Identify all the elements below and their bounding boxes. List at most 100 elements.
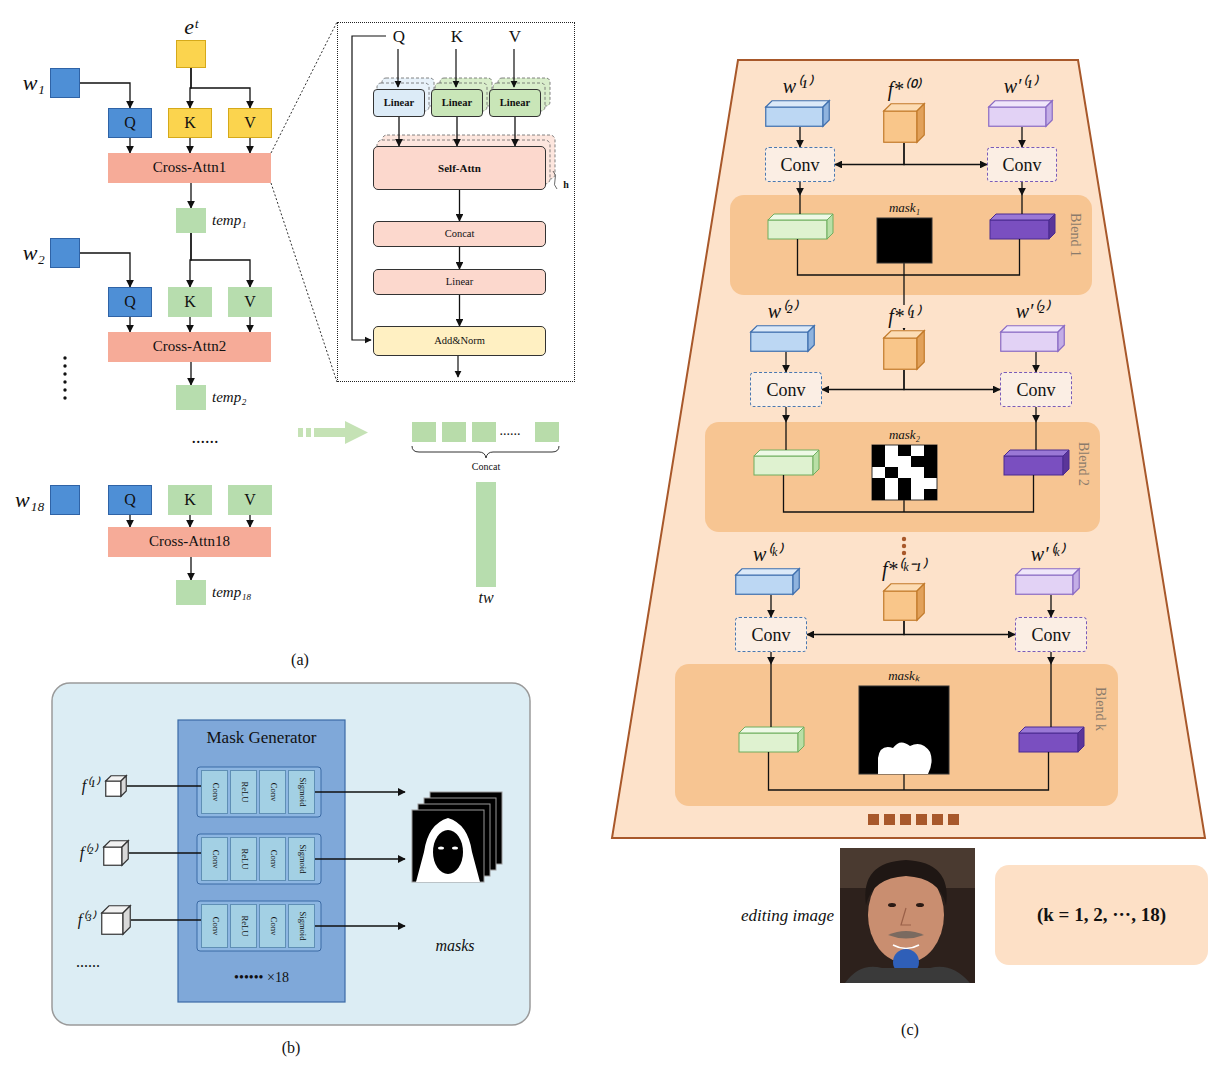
node-text: K	[184, 114, 196, 132]
cube-face	[1016, 575, 1073, 594]
cube-face	[808, 326, 814, 352]
layer-box: Concat	[373, 221, 546, 247]
connector	[456, 117, 457, 146]
layer-cell: Conv	[259, 904, 286, 948]
connector	[249, 515, 250, 527]
layer-cell: Conv	[201, 837, 228, 881]
blend-band	[705, 422, 1100, 532]
connector	[315, 925, 405, 926]
tw-bar: tw	[476, 482, 496, 587]
feature-cube: f*⁽¹⁾	[883, 330, 925, 370]
face-photo	[901, 908, 911, 925]
original-feature-cube	[1019, 727, 1084, 733]
mask-generator-row	[197, 901, 321, 951]
mask-generator-row	[197, 767, 321, 817]
blend-wire	[784, 475, 1034, 512]
cube-face	[766, 101, 830, 107]
blending-trapezoid	[612, 60, 1205, 838]
conv-box: Conv	[1015, 617, 1087, 652]
blend-wire	[1035, 422, 1036, 450]
panel-label: (b)	[282, 1039, 301, 1057]
temp-vector	[442, 422, 466, 442]
node-text: Cross-Attn2	[153, 338, 226, 355]
node-text: Conv	[268, 783, 278, 801]
latent-cube: w⁽²⁾	[750, 325, 815, 352]
mask-stack: masks	[405, 785, 505, 935]
big-arrow	[314, 421, 368, 444]
layer-cell: Conv	[201, 904, 228, 948]
zoom-leader-line	[271, 183, 337, 382]
cube-face	[751, 326, 815, 332]
cube-face	[102, 913, 123, 934]
connector	[822, 370, 904, 390]
cube-face	[736, 575, 793, 594]
query-box: Q	[108, 485, 152, 515]
blend-wire	[785, 422, 786, 450]
connector	[398, 117, 399, 146]
vertical-ellipsis	[63, 380, 66, 383]
node-text: w⁽ᵏ⁾	[751, 543, 784, 566]
cube-face	[121, 776, 126, 797]
head-bracket	[553, 171, 557, 189]
cube-face	[793, 569, 799, 595]
cube-shape	[1015, 568, 1080, 595]
cube-shape	[988, 100, 1053, 127]
vertical-ellipsis	[63, 356, 66, 359]
face-photo	[916, 903, 924, 907]
zoom-leader-line	[271, 22, 337, 382]
conv-box: Conv	[765, 147, 835, 182]
latent-square: w₁	[50, 68, 80, 98]
node-text: eᵗ	[184, 14, 197, 39]
node-text: Conv	[766, 379, 805, 400]
cube-face	[106, 781, 121, 796]
cube-face	[1058, 326, 1064, 352]
conv-box: Conv	[1000, 372, 1072, 407]
original-feature-cube	[1063, 450, 1069, 475]
cube-face	[917, 584, 924, 621]
mask-image: mask₁	[877, 218, 932, 263]
node-text: editing image	[741, 906, 834, 926]
latent-cube: w′⁽¹⁾	[988, 100, 1053, 127]
connector	[459, 190, 460, 221]
conv-box: Conv	[735, 617, 807, 652]
node-text: Q	[124, 491, 136, 509]
cube-shape	[765, 100, 830, 127]
node-text: ReLU	[239, 849, 249, 870]
cube-face	[1001, 326, 1065, 332]
node-text: ReLU	[239, 916, 249, 937]
blend-band	[675, 195, 1118, 806]
connector	[190, 557, 191, 580]
panel-label: Concat	[472, 461, 500, 473]
edited-feature-cube	[739, 733, 798, 752]
input-arrow	[457, 355, 458, 377]
panel-b-frame	[52, 683, 530, 1025]
connector	[190, 362, 191, 385]
connector	[1050, 595, 1051, 617]
node-text: Add&Norm	[434, 335, 485, 347]
cube-shape	[883, 330, 925, 370]
blend-wire	[903, 774, 904, 790]
edited-feature-cube	[798, 727, 804, 752]
cube-shape	[1000, 325, 1065, 352]
connector	[904, 143, 987, 165]
key-value-box: K	[168, 485, 212, 515]
cube-face	[766, 107, 823, 126]
mask-image: mask₂	[872, 445, 937, 500]
node-text: w₂	[23, 240, 45, 265]
continuation-dots	[932, 814, 943, 825]
connector	[835, 143, 904, 165]
mask-image	[872, 445, 937, 500]
connector	[190, 183, 191, 208]
layer-cell: Conv	[259, 770, 286, 814]
blending-trapezoid	[612, 60, 1205, 838]
concat-bracket	[412, 446, 559, 458]
cube-shape	[750, 325, 815, 352]
node-text: ReLU	[239, 782, 249, 803]
continuation-dots	[868, 814, 879, 825]
mask-image	[898, 445, 911, 456]
connector	[459, 295, 460, 326]
head-bracket	[553, 171, 557, 189]
query-box: Q	[108, 287, 152, 317]
temp-square: temp₂	[176, 385, 206, 410]
